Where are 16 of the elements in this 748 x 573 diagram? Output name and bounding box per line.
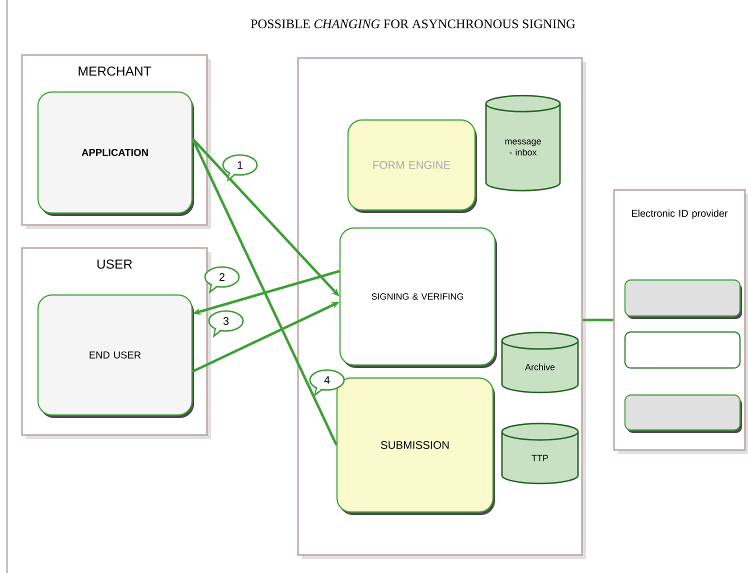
rounded-box: APPLICATION bbox=[37, 91, 194, 216]
provider-box bbox=[624, 331, 741, 369]
provider-box bbox=[624, 394, 742, 433]
rounded-box: SIGNING & VERIFING bbox=[339, 227, 497, 368]
callout-bubble: 1 bbox=[222, 154, 258, 182]
rounded-box: SUBMISSION bbox=[336, 377, 495, 515]
database-cylinder: message - inbox bbox=[485, 94, 561, 192]
callout-bubble: 3 bbox=[208, 310, 244, 338]
rounded-box: FORM ENGINE bbox=[347, 119, 477, 213]
database-cylinder: Archive bbox=[501, 332, 579, 394]
title: POSSIBLE CHANGING FOR ASYNCHRONOUS SIGNING bbox=[250, 20, 576, 28]
callout-bubble: 2 bbox=[204, 266, 240, 294]
provider-box bbox=[624, 279, 742, 319]
rounded-box: END USER bbox=[37, 294, 194, 418]
database-cylinder: TTP bbox=[501, 422, 579, 484]
callout-bubble: 4 bbox=[309, 369, 345, 397]
